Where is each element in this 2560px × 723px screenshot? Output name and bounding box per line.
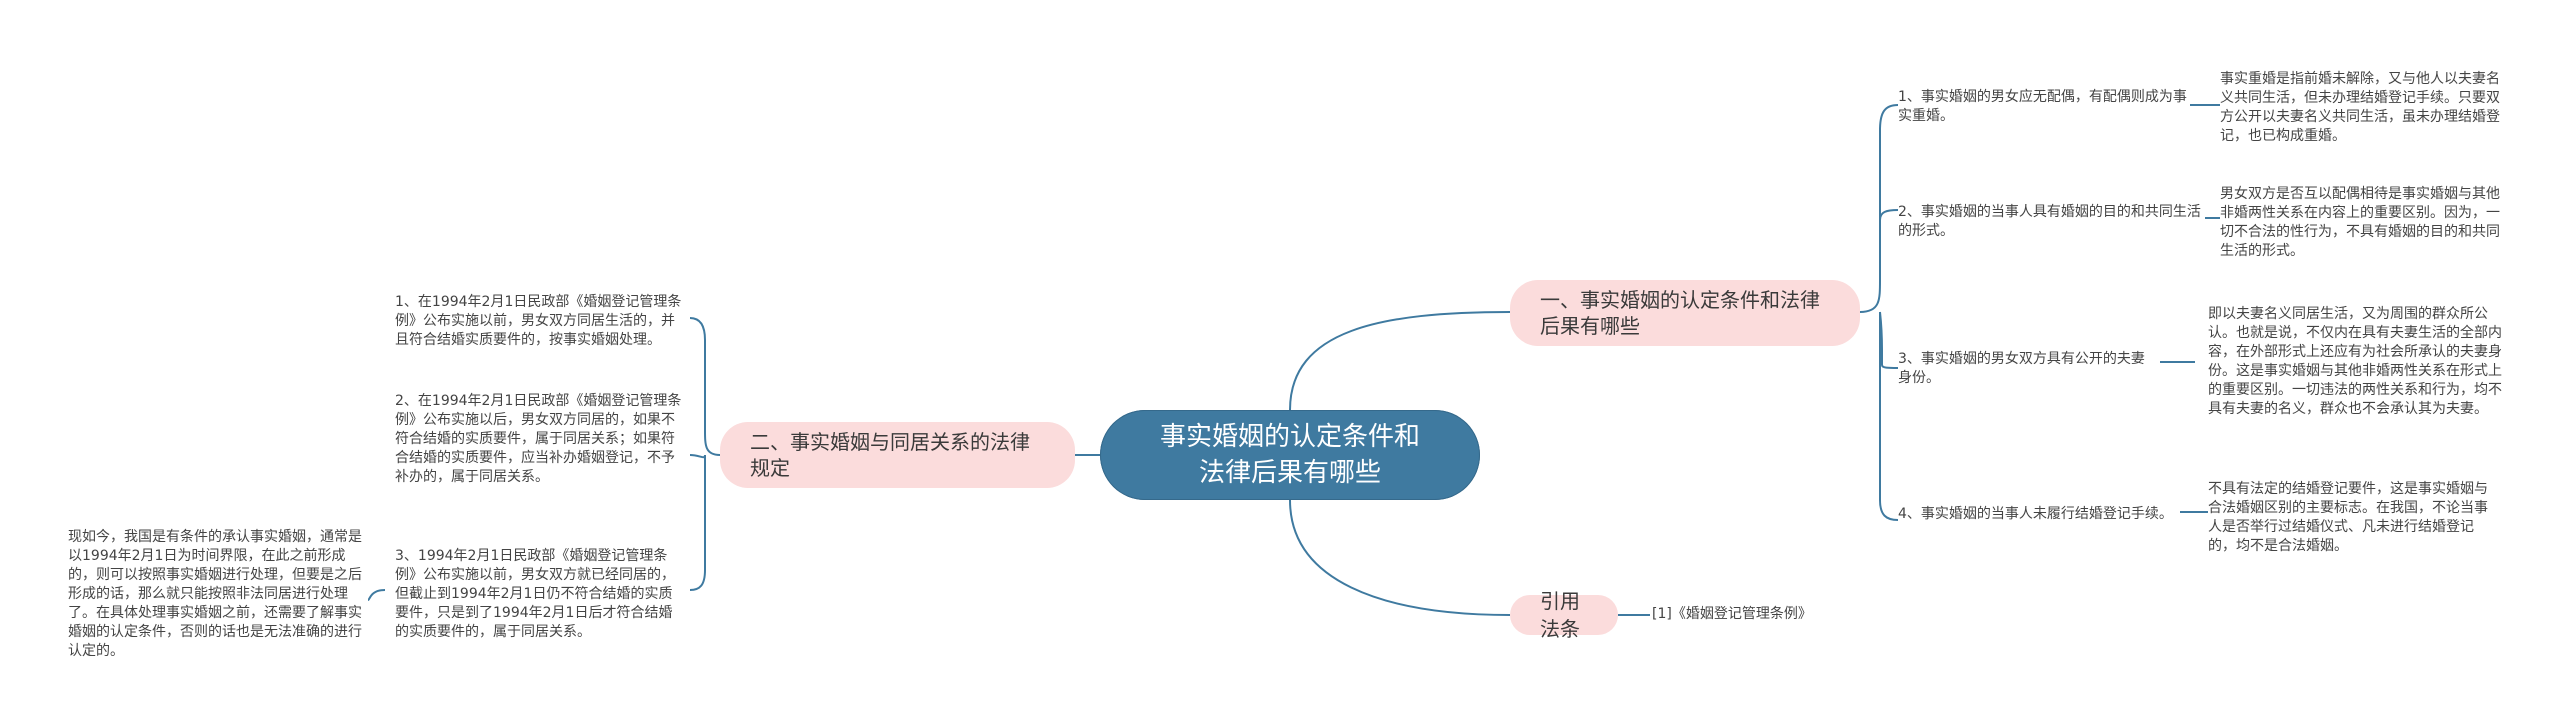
rule-detail-text: 现如今，我国是有条件的承认事实婚姻，通常是以1994年2月1日为时间界限，在此之… [68,529,362,659]
link-branch1-children [1859,104,1899,521]
rule-detail-3: 现如今，我国是有条件的承认事实婚姻，通常是以1994年2月1日为时间界限，在此之… [68,528,363,661]
condition-detail-text: 男女双方是否互以配偶相待是事实婚姻与其他非婚两性关系在内容上的重要区别。因为，一… [2220,186,2500,259]
condition-detail-text: 事实重婚是指前婚未解除，又与他人以夫妻名义共同生活，但未办理结婚登记手续。只要双… [2220,71,2500,144]
rule-label: 1、在1994年2月1日民政部《婚姻登记管理条例》公布实施以前，男女双方同居生活… [395,294,682,348]
branch-citation[interactable]: 引用法条 [1510,589,1618,641]
link-leftbranch-children [689,317,721,591]
condition-detail-text: 即以夫妻名义同居生活，又为周围的群众所公认。也就是说，不仅内在具有夫妻生活的全部… [2208,306,2502,417]
condition-item-4[interactable]: 4、事实婚姻的当事人未履行结婚登记手续。 [1898,505,2183,524]
root-title: 事实婚姻的认定条件和法律后果有哪些 [1159,422,1420,488]
link-leftchild3-detail [367,589,386,601]
branch-recognition-conditions[interactable]: 一、事实婚姻的认定条件和法律后果有哪些 [1510,280,1860,346]
condition-label: 4、事实婚姻的当事人未履行结婚登记手续。 [1898,506,2173,522]
condition-label: 1、事实婚姻的男女应无配偶，有配偶则成为事实重婚。 [1898,89,2187,124]
branch-label: 二、事实婚姻与同居关系的法律规定 [750,430,1030,480]
condition-detail-4: 不具有法定的结婚登记要件，这是事实婚姻与合法婚姻区别的主要标志。在我国，不论当事… [2208,480,2500,556]
link-root-branch1 [1289,311,1511,411]
condition-item-2[interactable]: 2、事实婚姻的当事人具有婚姻的目的和共同生活的形式。 [1898,203,2203,241]
condition-detail-1: 事实重婚是指前婚未解除，又与他人以夫妻名义共同生活，但未办理结婚登记手续。只要双… [2220,70,2505,146]
branch-label: 引用法条 [1540,589,1580,641]
citation-item[interactable]: [1]《婚姻登记管理条例》 [1652,605,1852,624]
condition-item-3[interactable]: 3、事实婚姻的男女双方具有公开的夫妻身份。 [1898,350,2158,388]
root-node[interactable]: 事实婚姻的认定条件和法律后果有哪些 [1100,410,1480,500]
condition-detail-text: 不具有法定的结婚登记要件，这是事实婚姻与合法婚姻区别的主要标志。在我国，不论当事… [2208,481,2488,554]
branch-label: 一、事实婚姻的认定条件和法律后果有哪些 [1540,288,1820,338]
condition-detail-2: 男女双方是否互以配偶相待是事实婚姻与其他非婚两性关系在内容上的重要区别。因为，一… [2220,185,2505,261]
rule-label: 3、1994年2月1日民政部《婚姻登记管理条例》公布实施以前，男女双方就已经同居… [395,548,675,640]
rule-label: 2、在1994年2月1日民政部《婚姻登记管理条例》公布实施以后，男女双方同居的，… [395,393,682,485]
rule-item-2[interactable]: 2、在1994年2月1日民政部《婚姻登记管理条例》公布实施以后，男女双方同居的，… [395,392,685,487]
rule-item-1[interactable]: 1、在1994年2月1日民政部《婚姻登记管理条例》公布实施以前，男女双方同居生活… [395,293,685,350]
rule-item-3[interactable]: 3、1994年2月1日民政部《婚姻登记管理条例》公布实施以前，男女双方就已经同居… [395,547,685,642]
link-root-citation [1289,499,1511,616]
citation-label: [1]《婚姻登记管理条例》 [1652,606,1812,622]
condition-item-1[interactable]: 1、事实婚姻的男女应无配偶，有配偶则成为事实重婚。 [1898,88,2188,126]
branch-cohabitation-rules[interactable]: 二、事实婚姻与同居关系的法律规定 [720,422,1075,488]
condition-label: 2、事实婚姻的当事人具有婚姻的目的和共同生活的形式。 [1898,204,2201,239]
condition-detail-3: 即以夫妻名义同居生活，又为周围的群众所公认。也就是说，不仅内在具有夫妻生活的全部… [2208,305,2503,419]
condition-label: 3、事实婚姻的男女双方具有公开的夫妻身份。 [1898,351,2145,386]
